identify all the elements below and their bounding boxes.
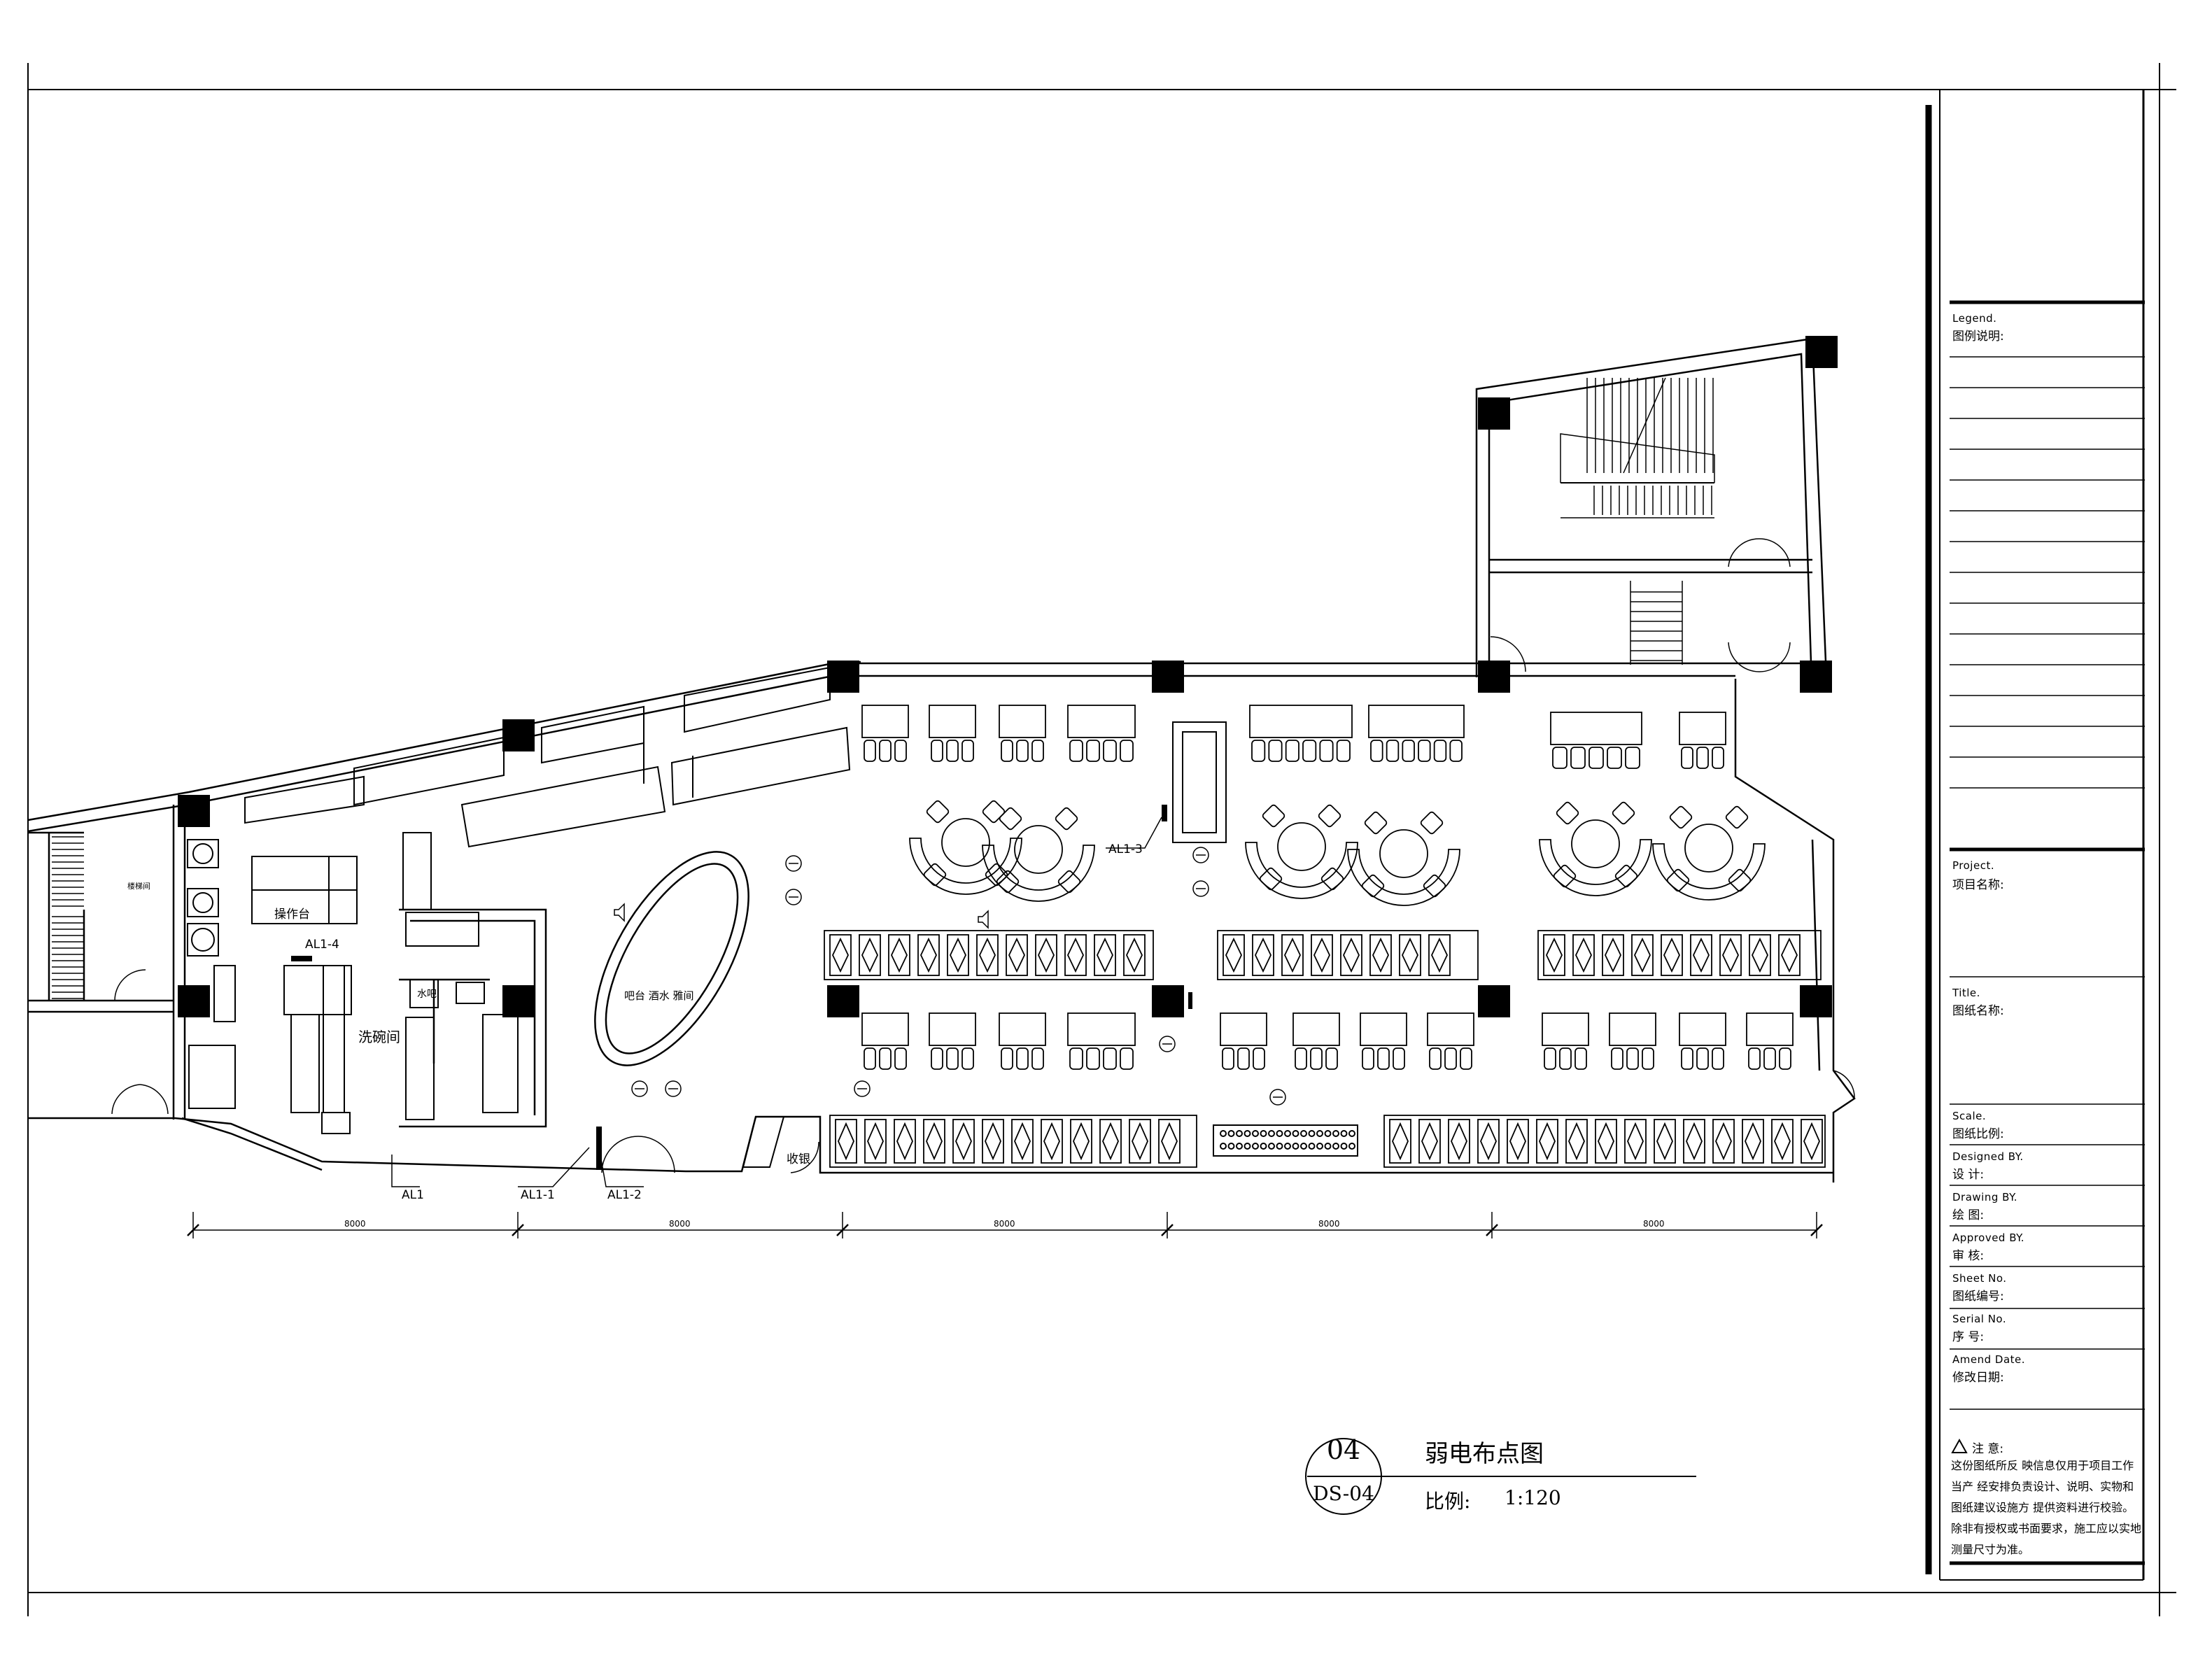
warning-triangle-icon (1951, 1438, 1968, 1453)
title-label-cn: 图纸名称: (1952, 1004, 2004, 1018)
dimension-3: 8000 (994, 1219, 1015, 1229)
entrance-doors (111, 538, 1855, 1173)
circuit-label-al1-1: AL1-1 (521, 1188, 555, 1202)
room-label-cooking-table: 操作台 (274, 908, 310, 922)
title-block-field-lines (1950, 976, 2145, 1410)
drawing-title-bubble (1305, 1438, 1696, 1515)
project-label-en: Project. (1952, 859, 1995, 872)
room-label-stair: 楼梯间 (127, 882, 150, 891)
title-label-en: Title. (1952, 987, 1980, 999)
approved-label-cn: 审 核: (1952, 1249, 1985, 1263)
dimension-1: 8000 (344, 1219, 366, 1229)
tower-stair-treads (1560, 377, 1715, 665)
amend-date-label-en: Amend Date. (1952, 1353, 2026, 1366)
display-cabinet (1172, 721, 1227, 843)
note-title: 注 意: (1972, 1442, 2004, 1456)
dimension-2: 8000 (669, 1219, 691, 1229)
drawing-number: 04 (1326, 1434, 1361, 1465)
kitchen-counters (244, 666, 851, 848)
sheet-frame (27, 63, 2176, 1616)
scale-label-cn: 图纸比例: (1952, 1127, 2004, 1141)
sheet-no-label-cn: 图纸编号: (1952, 1290, 2004, 1304)
oval-bar-counter (594, 851, 749, 1066)
bench-seating (1213, 1124, 1358, 1157)
plan-outline (27, 337, 1856, 1183)
legend-label-cn: 图例说明: (1952, 330, 2004, 344)
serial-no-label-cn: 序 号: (1952, 1330, 1985, 1344)
leader-lines (391, 817, 1162, 1187)
room-label-cashier: 收银 (787, 1152, 810, 1166)
circuit-label-al1-4: AL1-4 (305, 938, 339, 952)
room-label-water-ring: 水吧 (417, 989, 437, 1000)
legend-ruled-lines (1950, 356, 2145, 789)
scale-label-en: Scale. (1952, 1110, 1987, 1122)
dimension-5: 8000 (1643, 1219, 1665, 1229)
legend-label-en: Legend. (1952, 312, 1997, 325)
structural-columns (178, 336, 1838, 1017)
circuit-label-al1-2: AL1-2 (607, 1188, 642, 1202)
cashier-counter (742, 1116, 785, 1168)
dimension-4: 8000 (1318, 1219, 1340, 1229)
scale-label: 比例: (1425, 1490, 1471, 1513)
project-label-cn: 项目名称: (1952, 878, 2004, 892)
drawing-title: 弱电布点图 (1425, 1440, 1544, 1468)
left-stair-treads (52, 836, 84, 999)
device-symbols (614, 847, 1286, 1106)
drawing-by-label-cn: 绘 图: (1952, 1208, 1985, 1222)
circuit-label-al1-3: AL1-3 (1108, 842, 1143, 856)
sheet-no-label-en: Sheet No. (1952, 1272, 2007, 1285)
room-label-bar: 吧台 酒水 雅间 (624, 989, 694, 1002)
kitchen-equipment (187, 832, 519, 1134)
scale-value: 1:120 (1505, 1486, 1561, 1509)
serial-no-label-en: Serial No. (1952, 1313, 2007, 1325)
dimension-line (187, 1212, 1823, 1238)
room-label-washing-room: 洗碗间 (358, 1029, 400, 1045)
title-block-frame (1925, 90, 2145, 1581)
approved-label-en: Approved BY. (1952, 1231, 2025, 1244)
circuit-label-al1: AL1 (402, 1188, 424, 1202)
drawing-code: DS-04 (1313, 1482, 1374, 1505)
designed-label-en: Designed BY. (1952, 1150, 2024, 1163)
note-body: 这份图纸所反 映信息仅用于项目工作当产 经安排负责设计、说明、实物和图纸建议设施… (1951, 1459, 2142, 1556)
dining-furniture (824, 705, 1826, 1168)
drawing-by-label-en: Drawing BY. (1952, 1191, 2018, 1203)
designed-label-cn: 设 计: (1952, 1168, 1985, 1182)
amend-date-label-cn: 修改日期: (1952, 1371, 2004, 1385)
